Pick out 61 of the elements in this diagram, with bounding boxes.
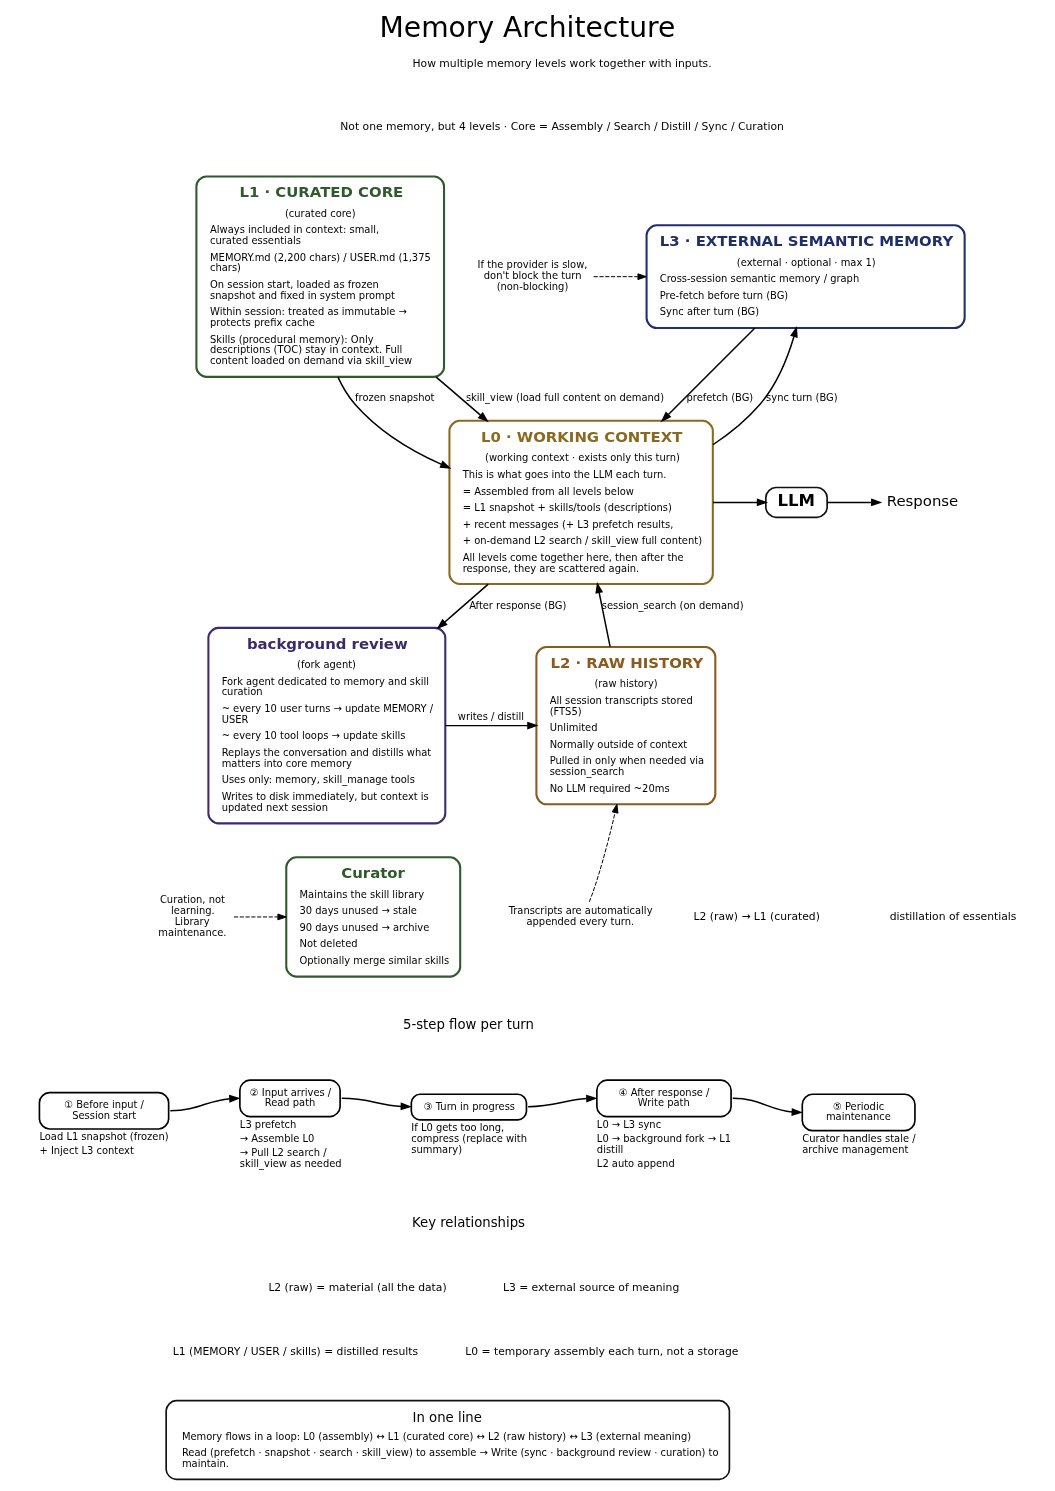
node-text: Response — [886, 492, 959, 511]
node-box: ② Input arrives / Read path — [239, 1079, 341, 1118]
node-text: If the provider is slow, don't block the turn (non-blocking) — [477, 259, 588, 293]
arrow — [169, 1094, 241, 1112]
arrow — [712, 498, 769, 507]
label: L1 (MEMORY / USER / skills) = distilled results — [172, 1344, 419, 1358]
node-label: + Inject L3 context — [39, 1145, 134, 1157]
node-box: ③ Turn in progress — [410, 1093, 528, 1121]
node-label: Curator handles stale / archive management — [802, 1132, 916, 1155]
arrow — [233, 913, 287, 921]
node-box: ① Before input / Session start — [38, 1091, 170, 1130]
arrow — [337, 376, 452, 469]
arrow — [731, 1097, 803, 1116]
arrow — [527, 1094, 598, 1108]
node-label: → Assemble L0 — [239, 1132, 315, 1144]
edge-label: frozen snapshot — [355, 392, 435, 404]
label: How multiple memory levels work together with inputs. — [412, 56, 712, 70]
arrow — [436, 583, 489, 630]
edge-label: skill_view (load full content on demand) — [465, 392, 665, 404]
node-label: → Pull L2 search / skill_view as needed — [239, 1147, 342, 1169]
arrow — [588, 803, 619, 903]
label: Key relationships — [411, 1215, 525, 1231]
node-text: Curation, not learning. Library maintenance. — [158, 894, 227, 938]
arrow — [712, 326, 798, 446]
node-box: In one line Memory flows in a loop: L0 (assembly) ↔ L1 (curated core) ↔ L2 (raw history) ↔ L3 (external meaning) Read (prefetch · snapshot · search · skill_view) to assemble → Write (sync · background review · curation) to maintain. — [165, 1399, 731, 1481]
label: L2 (raw) = material (all the data) — [268, 1280, 447, 1294]
label: L0 = temporary assembly each turn, not a storage — [465, 1344, 739, 1358]
arrow — [595, 581, 611, 648]
node-text: Transcripts are automatically appended every turn. — [508, 905, 653, 927]
node-label: Load L1 snapshot (frozen) — [39, 1131, 169, 1143]
label: Not one memory, but 4 levels · Core = Assembly / Search / Distill / Sync / Curation — [340, 120, 784, 134]
edge-label: prefetch (BG) — [686, 392, 754, 404]
label: L3 = external source of meaning — [502, 1280, 680, 1294]
node-label: L0 → L3 sync — [596, 1118, 662, 1130]
edge-label: After response (BG) — [469, 599, 567, 611]
label: distillation of essentials — [889, 909, 1017, 923]
node-box: ④ After response / Write path — [596, 1079, 732, 1118]
node-box: Curator Maintains the skill library 30 days unused → stale 90 days unused → archive Not deleted Optionally merge similar skills — [285, 856, 462, 978]
node-label: L0 → background fork → L1 distill — [596, 1132, 732, 1155]
edge-label: writes / distill — [457, 711, 524, 723]
node-box: L3 · EXTERNAL SEMANTIC MEMORY (external · optional · max 1) Cross-session semantic memory / graph Pre-fetch before turn (BG) Sync after turn (BG) — [645, 224, 966, 330]
node-box: LLM — [765, 486, 828, 519]
arrow — [435, 376, 489, 423]
arrow — [826, 498, 883, 507]
label: 5-step flow per turn — [402, 1016, 534, 1032]
node-box: L1 · CURATED CORE (curated core) Always included in context: small, curated essentials MEMORY.md (2,200 chars) / USER.md (1,375 chars) On session start, loaded as frozen snapshot and fixed in system prompt Within session: treated as immutable → protects prefix cache Skills (procedural memory): Only descriptions (TOC) stay in context. Full content loaded on demand via skill_view — [195, 175, 446, 378]
arrow — [341, 1097, 412, 1111]
arrow — [660, 327, 756, 423]
node-label: L3 prefetch — [239, 1118, 297, 1130]
arrow — [593, 273, 647, 281]
arrow — [444, 721, 539, 730]
node-label: L2 auto append — [596, 1157, 675, 1169]
node-box: ⑤ Periodic maintenance — [801, 1093, 916, 1132]
edge-label: sync turn (BG) — [766, 392, 838, 404]
node-box: L0 · WORKING CONTEXT (working context · exists only this turn) This is what goes into the LLM each turn. = Assembled from all levels below = L1 snapshot + skills/tools (descriptions) + recent messages (+ L3 prefetch results, + on-demand L2 search / skill_view full content) All levels come together here, then after the response, they are scattered again. — [448, 419, 714, 585]
edge-label: session_search (on demand) — [601, 599, 744, 611]
label: L2 (raw) → L1 (curated) — [693, 909, 820, 923]
node-label: If L0 gets too long, compress (replace with summary) — [411, 1122, 528, 1155]
node-box: background review (fork agent) Fork agent dedicated to memory and skill curation ~ every 10 user turns → update MEMORY / USER ~ every 10 tool loops → update skills Replays the conversation and distills what matters into core memory Uses only: memory, skill_manage tools Writes to disk immediately, but context is updated next session — [207, 626, 447, 825]
node-box: L2 · RAW HISTORY (raw history) All session transcripts stored (FTS5) Unlimited Normally outside of context Pulled in only when needed via session_search No LLM required ~20ms — [535, 645, 717, 806]
diagram-title: Memory Architecture — [379, 11, 676, 45]
